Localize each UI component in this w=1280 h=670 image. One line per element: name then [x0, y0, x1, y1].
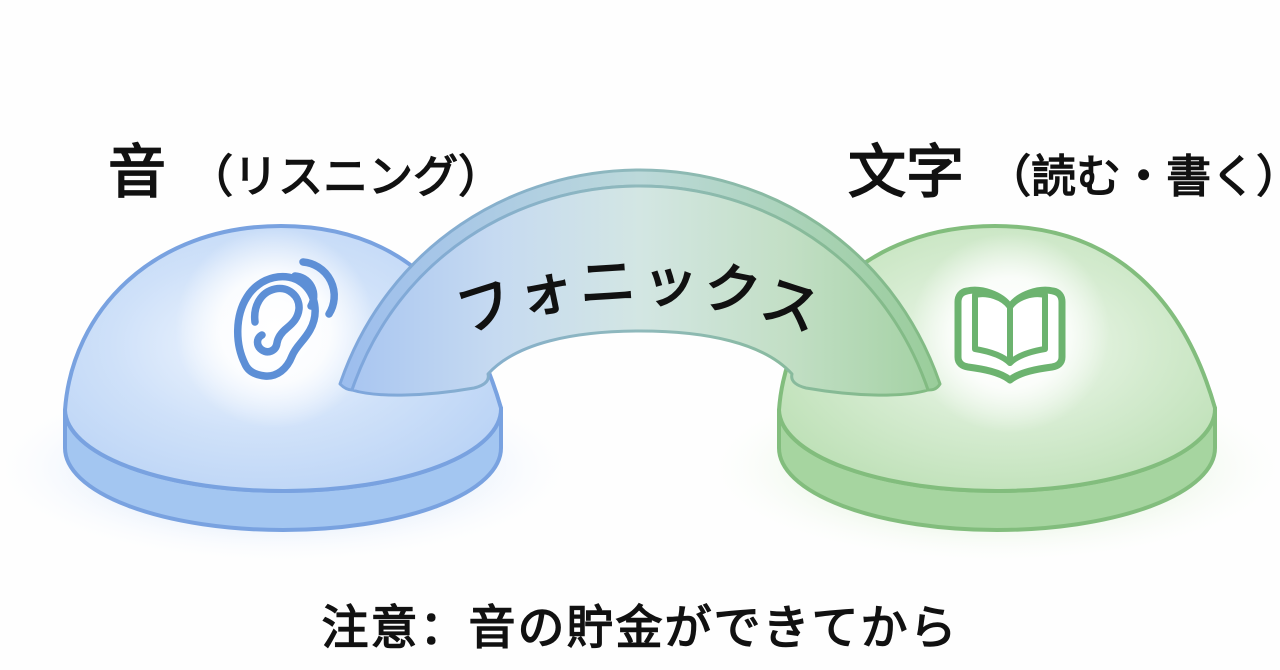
ear-icon: [234, 258, 338, 380]
left-label-main: 音: [108, 140, 166, 205]
bridge-face: [350, 184, 930, 397]
phonics-bridge: フォニックス: [338, 168, 942, 397]
sound-wave-large: [299, 258, 338, 318]
right-label-main: 文字: [848, 140, 964, 205]
open-book-icon: [954, 286, 1066, 384]
left-mound-label: 音 （リスニング）: [108, 140, 503, 205]
ear-icon-glow: [175, 228, 375, 428]
left-label-sub: （リスニング）: [188, 151, 503, 202]
footer-note: 注意：音の貯金ができてから: [322, 601, 959, 654]
right-label-sub: （読む・書く）: [986, 151, 1280, 202]
right-mound-label: 文字 （読む・書く）: [848, 140, 1280, 205]
sound-wave-small: [291, 272, 318, 310]
